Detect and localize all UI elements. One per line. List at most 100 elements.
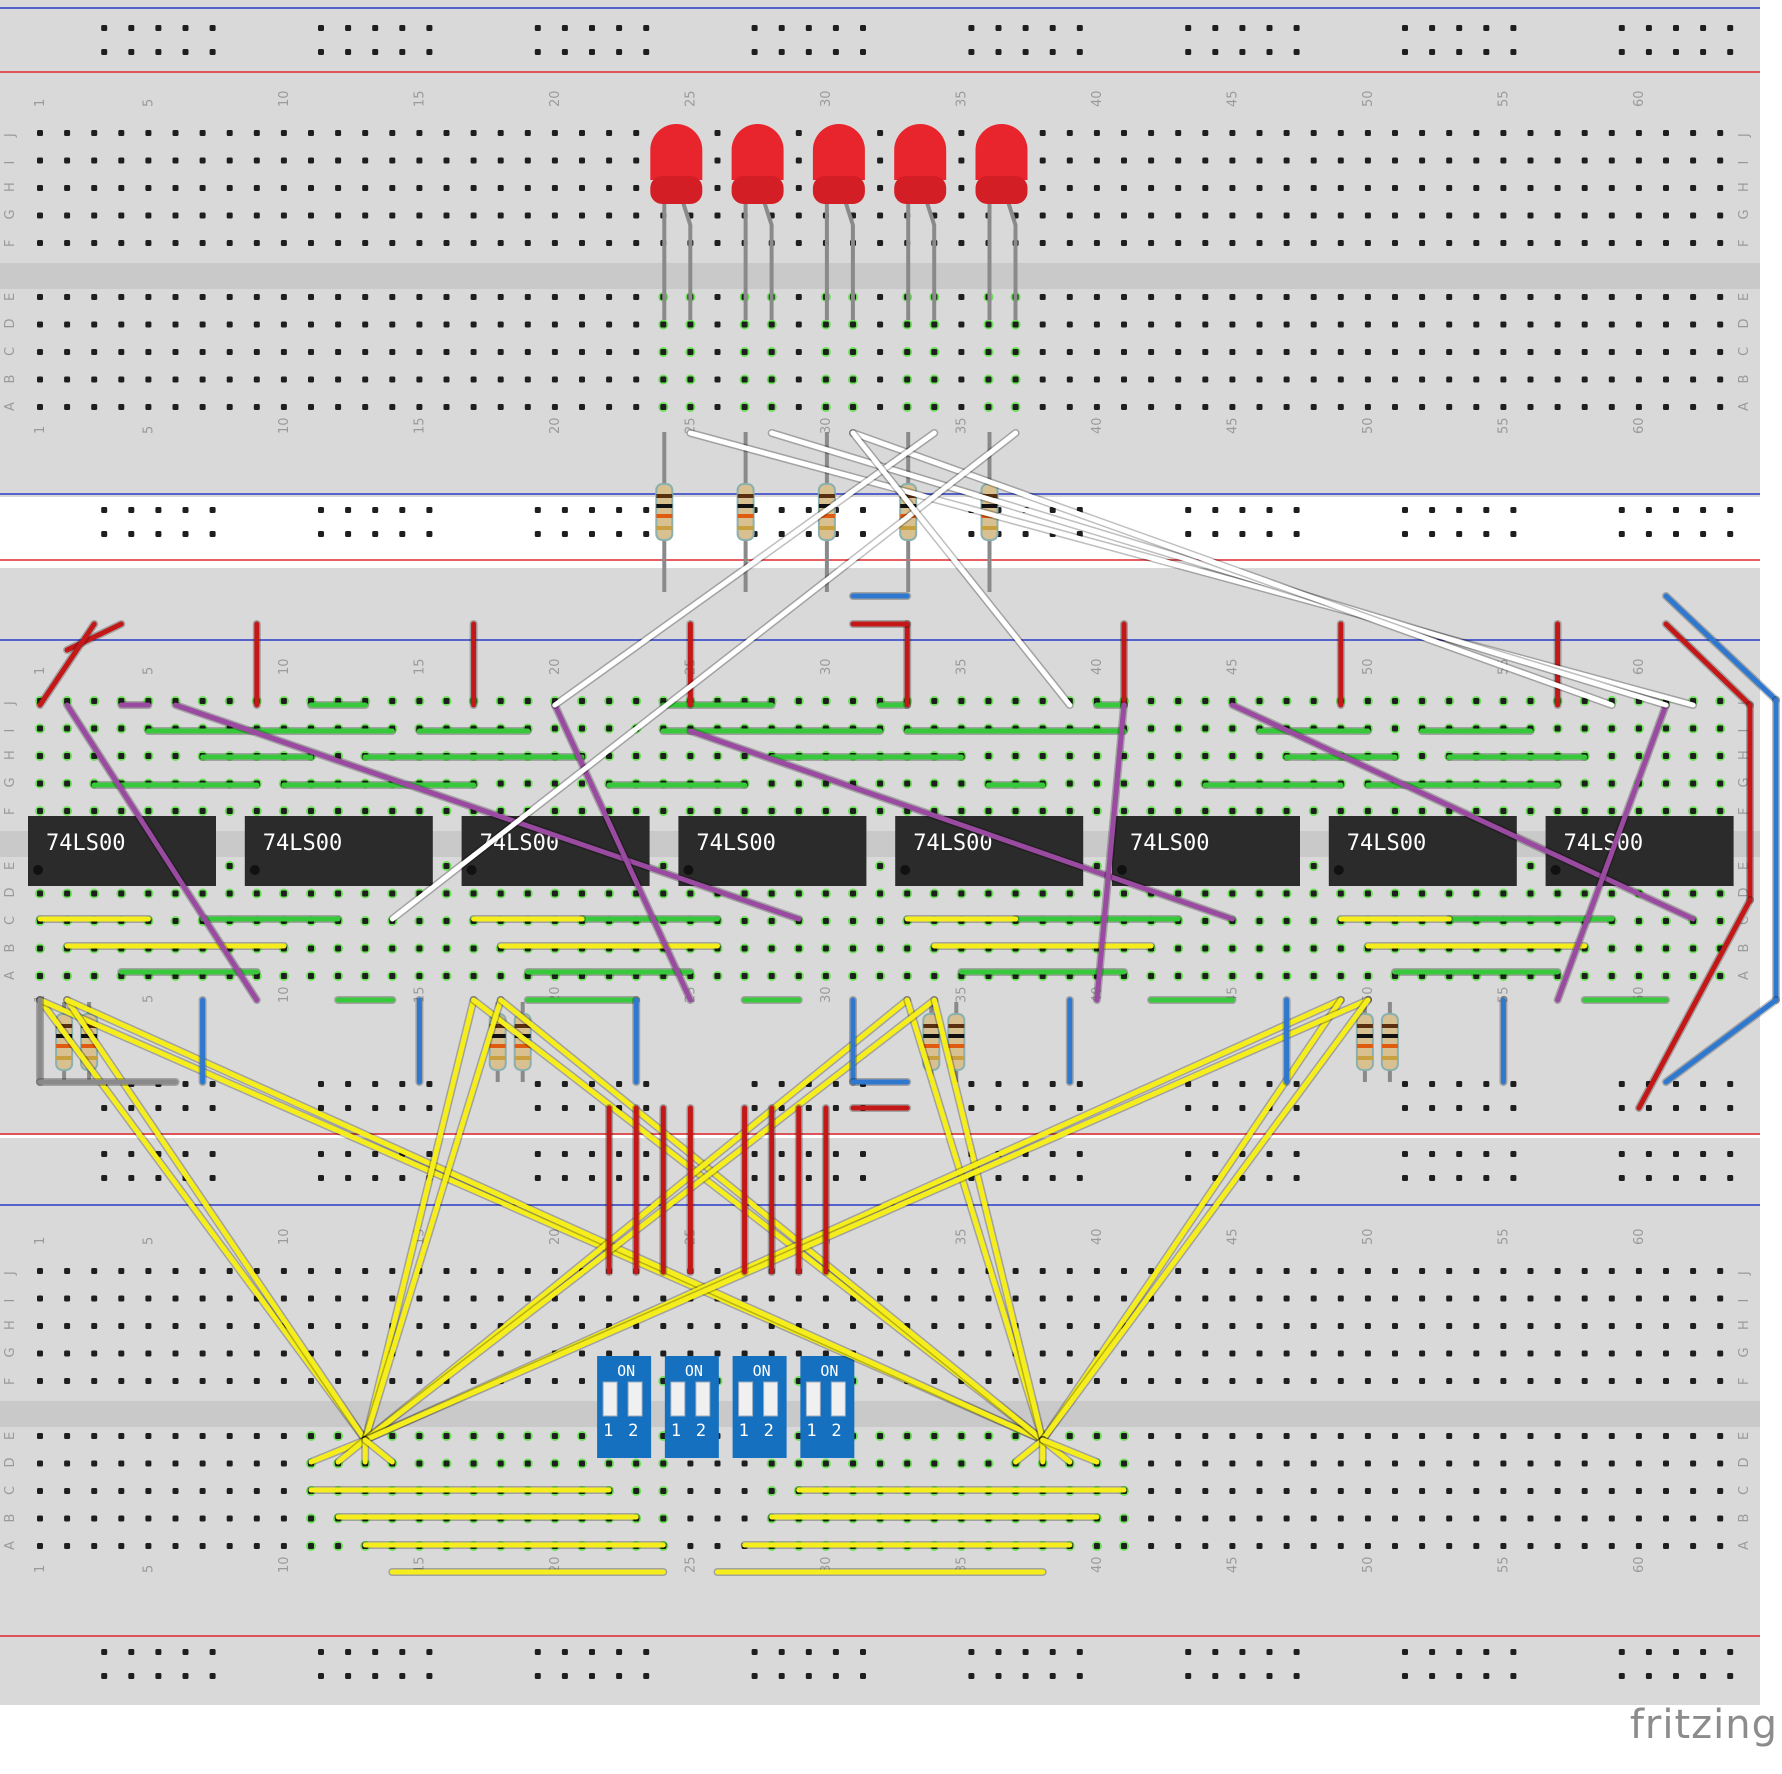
hole <box>1229 1515 1236 1522</box>
rail-hole <box>318 25 324 31</box>
column-number: 55 <box>1496 90 1511 107</box>
hole <box>1663 1323 1669 1329</box>
hole <box>172 1433 179 1439</box>
rail-hole <box>1727 1081 1734 1087</box>
hole <box>1527 321 1534 328</box>
hole <box>1419 808 1426 814</box>
hole <box>1419 212 1426 219</box>
hole <box>1310 212 1317 219</box>
hole <box>335 157 342 164</box>
column-number: 15 <box>412 417 427 434</box>
yellow-fan-wire <box>361 996 505 1444</box>
hole <box>768 1295 775 1302</box>
hole <box>145 349 152 355</box>
hole <box>1202 157 1209 164</box>
hole <box>1310 1268 1317 1274</box>
hole <box>795 698 802 704</box>
rail-hole <box>1700 25 1707 31</box>
hole <box>1717 725 1724 732</box>
hole <box>335 376 342 383</box>
hole <box>1392 376 1398 383</box>
hole <box>1364 1515 1371 1522</box>
rail-hole <box>101 507 108 513</box>
hole <box>1446 890 1453 897</box>
hole <box>199 698 206 704</box>
rail-hole <box>1645 507 1652 513</box>
hole <box>1093 294 1100 300</box>
hole <box>714 753 721 759</box>
hole <box>443 1323 450 1329</box>
column-number: 5 <box>141 667 156 675</box>
row-letter: H <box>3 182 18 192</box>
hole <box>1256 1543 1263 1549</box>
hole <box>1635 1268 1642 1274</box>
hole <box>931 321 938 328</box>
hole <box>280 1295 287 1302</box>
hole <box>497 404 504 410</box>
hole <box>389 157 396 164</box>
led-rim <box>894 176 947 204</box>
hole <box>1392 698 1398 704</box>
row-letter: C <box>1737 347 1752 356</box>
hole <box>172 753 179 759</box>
hole <box>1581 1295 1588 1302</box>
blue-ground-wire <box>1662 592 1780 704</box>
hole <box>497 212 504 219</box>
hole <box>1283 157 1290 164</box>
chip-notch <box>33 865 43 875</box>
rail-hole <box>1022 1649 1029 1655</box>
hole <box>416 349 423 355</box>
chip-body <box>1328 816 1517 886</box>
rail-hole <box>805 1175 812 1181</box>
rail-hole <box>182 25 189 31</box>
led-lead <box>842 199 855 320</box>
hole <box>1392 1460 1398 1467</box>
hole <box>416 185 423 191</box>
hole <box>1473 808 1480 814</box>
hole <box>877 863 884 869</box>
hole <box>633 753 640 759</box>
hole <box>226 1378 233 1384</box>
rail-hole <box>1510 507 1517 513</box>
hole <box>253 1460 260 1467</box>
hole <box>1364 698 1371 704</box>
hole <box>551 294 558 300</box>
hole <box>579 808 585 814</box>
hole <box>91 1295 98 1302</box>
rail-hole <box>534 49 541 55</box>
resistor-band <box>1381 1024 1398 1028</box>
hole <box>1446 157 1453 164</box>
hole <box>335 1378 342 1384</box>
hole <box>524 240 531 246</box>
dip-switch-slider <box>627 1381 643 1417</box>
hole <box>524 1268 531 1274</box>
hole <box>335 1543 342 1549</box>
dip-switch-slider <box>738 1381 754 1417</box>
hole <box>1175 1488 1182 1494</box>
hole <box>1202 349 1209 355</box>
hole <box>172 1350 179 1357</box>
purple-wire <box>1553 701 1670 1004</box>
hole <box>199 1268 206 1274</box>
row-letter: F <box>1737 1378 1752 1385</box>
rail-hole <box>1673 1649 1679 1655</box>
hole <box>687 1460 694 1467</box>
hole <box>1337 376 1344 383</box>
hole <box>1473 1460 1480 1467</box>
hole <box>497 890 504 897</box>
hole <box>1527 1350 1534 1357</box>
hole <box>633 1323 640 1329</box>
hole <box>1446 212 1453 219</box>
hole <box>280 185 287 191</box>
hole <box>37 185 43 191</box>
hole <box>335 185 342 191</box>
hole <box>795 240 802 246</box>
hole <box>1500 1378 1507 1384</box>
hole <box>1446 1268 1453 1274</box>
rail-hole <box>1456 1175 1463 1181</box>
hole <box>172 1460 179 1467</box>
resistor-band <box>514 1044 531 1048</box>
hole <box>795 349 802 355</box>
rail-hole <box>589 531 595 537</box>
